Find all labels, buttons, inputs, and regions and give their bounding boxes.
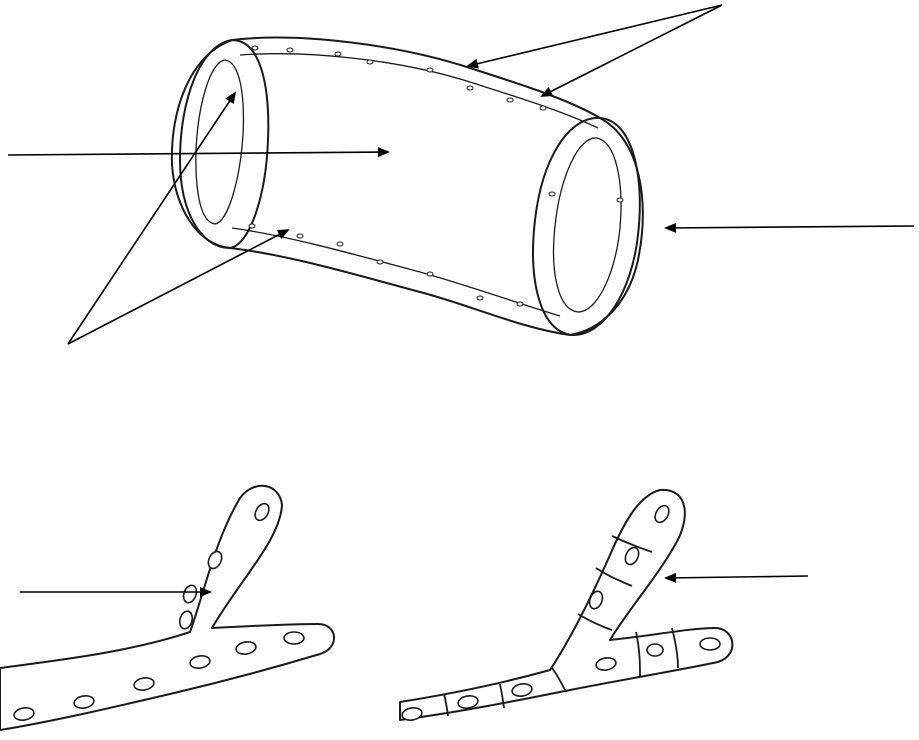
hypha-tube <box>172 38 643 335</box>
arrow-nucleus-1 <box>68 93 235 344</box>
arrow-cytoplasm <box>8 152 388 155</box>
tube-right-end <box>533 118 640 335</box>
septate-nuclei <box>401 503 720 721</box>
coenocytic-hypha <box>0 486 334 730</box>
tube-body <box>172 38 643 335</box>
arrow-nucleus-2 <box>68 230 288 344</box>
arrow-septate <box>666 576 808 578</box>
tube-inner-wall-top <box>240 54 598 128</box>
septa <box>444 536 678 716</box>
arrow-wall-2 <box>542 5 722 96</box>
tube-right-lumen <box>554 138 621 312</box>
label-arrows <box>8 5 914 592</box>
septate-hypha <box>400 490 732 722</box>
tube-wall-nuclei <box>249 46 623 306</box>
coenocytic-nuclei <box>13 501 304 721</box>
arrow-wall-1 <box>468 5 722 66</box>
tube-inner-wall <box>232 228 560 316</box>
septate-outline <box>400 490 732 720</box>
arrow-cross-section <box>666 226 914 228</box>
coenocytic-outline <box>0 486 334 730</box>
